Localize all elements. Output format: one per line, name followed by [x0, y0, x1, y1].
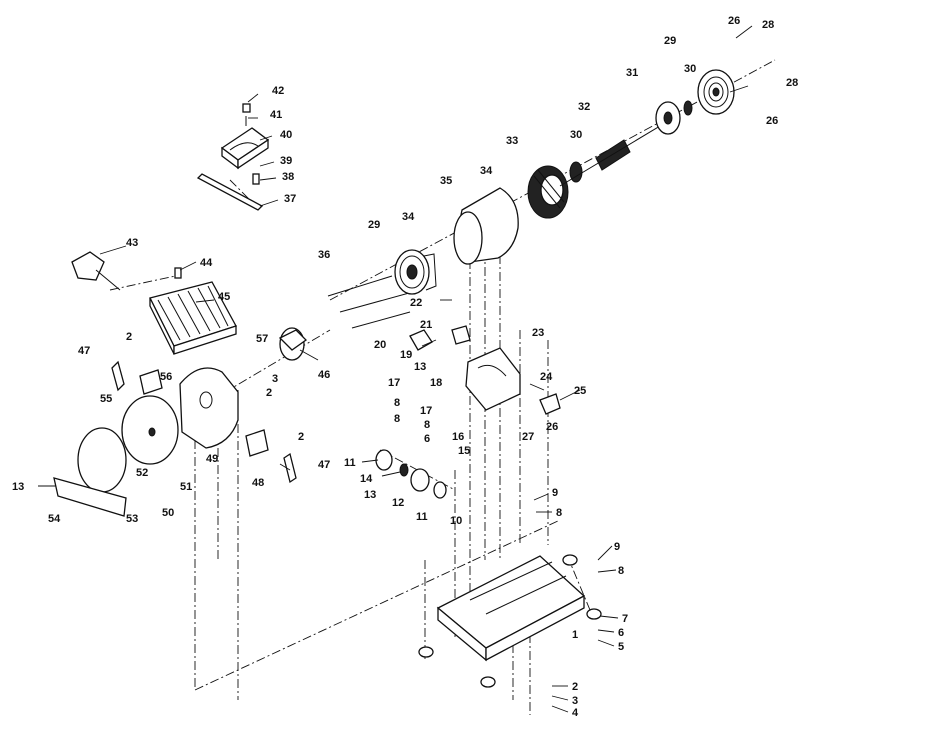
- callout-1: 1: [572, 629, 578, 641]
- rubber-feet: [418, 554, 602, 688]
- tool-rest-assembly: [71, 251, 237, 355]
- motor-housing: [453, 187, 519, 265]
- callout-38: 38: [282, 171, 294, 183]
- outer-cover: [53, 427, 127, 517]
- callout-34: 34: [402, 211, 415, 223]
- leader-arrows: [38, 25, 753, 713]
- callout-41: 41: [270, 109, 282, 121]
- callout-8: 8: [394, 413, 400, 425]
- callout-2: 2: [266, 387, 272, 399]
- callout-36: 36: [318, 249, 330, 261]
- callout-2: 2: [572, 681, 578, 693]
- callout-labels: 42 41 40 39 38 37 26 28 29 30 31 28 26 3…: [12, 15, 798, 719]
- callout-56: 56: [160, 371, 172, 383]
- callout-24: 24: [540, 371, 553, 383]
- callout-10: 10: [450, 515, 462, 527]
- callout-9: 9: [614, 541, 620, 553]
- callout-47: 47: [78, 345, 90, 357]
- callout-40: 40: [280, 129, 292, 141]
- callout-8: 8: [556, 507, 562, 519]
- callout-9: 9: [552, 487, 558, 499]
- callout-7: 7: [622, 613, 628, 625]
- spindle-collar: [278, 327, 308, 361]
- callout-31: 31: [626, 67, 638, 79]
- callout-17: 17: [388, 377, 400, 389]
- callout-4: 4: [572, 707, 579, 719]
- spindle-nuts: [375, 449, 447, 499]
- callout-21: 21: [420, 319, 432, 331]
- eye-shield-brackets: [111, 360, 297, 484]
- callout-26: 26: [546, 421, 558, 433]
- callout-46: 46: [318, 369, 330, 381]
- callout-11: 11: [416, 511, 428, 523]
- callout-27: 27: [522, 431, 534, 443]
- callout-50: 50: [162, 507, 174, 519]
- callout-13: 13: [364, 489, 376, 501]
- callout-8: 8: [618, 565, 624, 577]
- callout-45: 45: [218, 291, 230, 303]
- rear-end-bell: [697, 69, 735, 115]
- callout-29: 29: [368, 219, 380, 231]
- callout-20: 20: [374, 339, 386, 351]
- callout-49: 49: [206, 453, 218, 465]
- callout-26: 26: [728, 15, 740, 27]
- callout-57: 57: [256, 333, 268, 345]
- callout-54: 54: [48, 513, 61, 525]
- callout-44: 44: [200, 257, 213, 269]
- callout-51: 51: [180, 481, 192, 493]
- callout-16: 16: [452, 431, 464, 443]
- callout-42: 42: [272, 85, 284, 97]
- callout-43: 43: [126, 237, 138, 249]
- stand-base-plate: [436, 555, 586, 662]
- callout-30: 30: [570, 129, 582, 141]
- callout-53: 53: [126, 513, 138, 525]
- armature: [559, 100, 693, 187]
- callout-35: 35: [440, 175, 452, 187]
- armature-rods: [327, 275, 421, 329]
- callout-52: 52: [136, 467, 148, 479]
- callout-39: 39: [280, 155, 292, 167]
- callout-28: 28: [786, 77, 798, 89]
- callout-5: 5: [618, 641, 624, 653]
- callout-13: 13: [414, 361, 426, 373]
- callout-15: 15: [458, 445, 470, 457]
- callout-2: 2: [298, 431, 304, 443]
- callout-12: 12: [392, 497, 404, 509]
- fan: [655, 101, 681, 135]
- wheel-guard: [121, 367, 239, 465]
- callout-2: 2: [126, 331, 132, 343]
- callout-29: 29: [664, 35, 676, 47]
- stator: [527, 165, 569, 219]
- callout-48: 48: [252, 477, 264, 489]
- callout-28: 28: [762, 19, 774, 31]
- callout-30: 30: [684, 63, 696, 75]
- callout-25: 25: [574, 385, 586, 397]
- callout-11: 11: [344, 457, 356, 469]
- callout-13: 13: [12, 481, 24, 493]
- callout-17: 17: [420, 405, 432, 417]
- tool-holder-assembly: [196, 103, 270, 211]
- callout-3: 3: [572, 695, 578, 707]
- callout-26: 26: [766, 115, 778, 127]
- callout-55: 55: [100, 393, 112, 405]
- callout-47: 47: [318, 459, 330, 471]
- callout-33: 33: [506, 135, 518, 147]
- callout-18: 18: [430, 377, 442, 389]
- front-end-bell: [394, 249, 437, 295]
- motor-base-switch: [409, 325, 561, 415]
- callout-8: 8: [394, 397, 400, 409]
- callout-22: 22: [410, 297, 422, 309]
- callout-19: 19: [400, 349, 412, 361]
- callout-6: 6: [618, 627, 624, 639]
- callout-8: 8: [424, 419, 430, 431]
- callout-6: 6: [424, 433, 430, 445]
- callout-23: 23: [532, 327, 544, 339]
- callout-34: 34: [480, 165, 493, 177]
- callout-3: 3: [272, 373, 278, 385]
- callout-14: 14: [360, 473, 373, 485]
- callout-32: 32: [578, 101, 590, 113]
- callout-37: 37: [284, 193, 296, 205]
